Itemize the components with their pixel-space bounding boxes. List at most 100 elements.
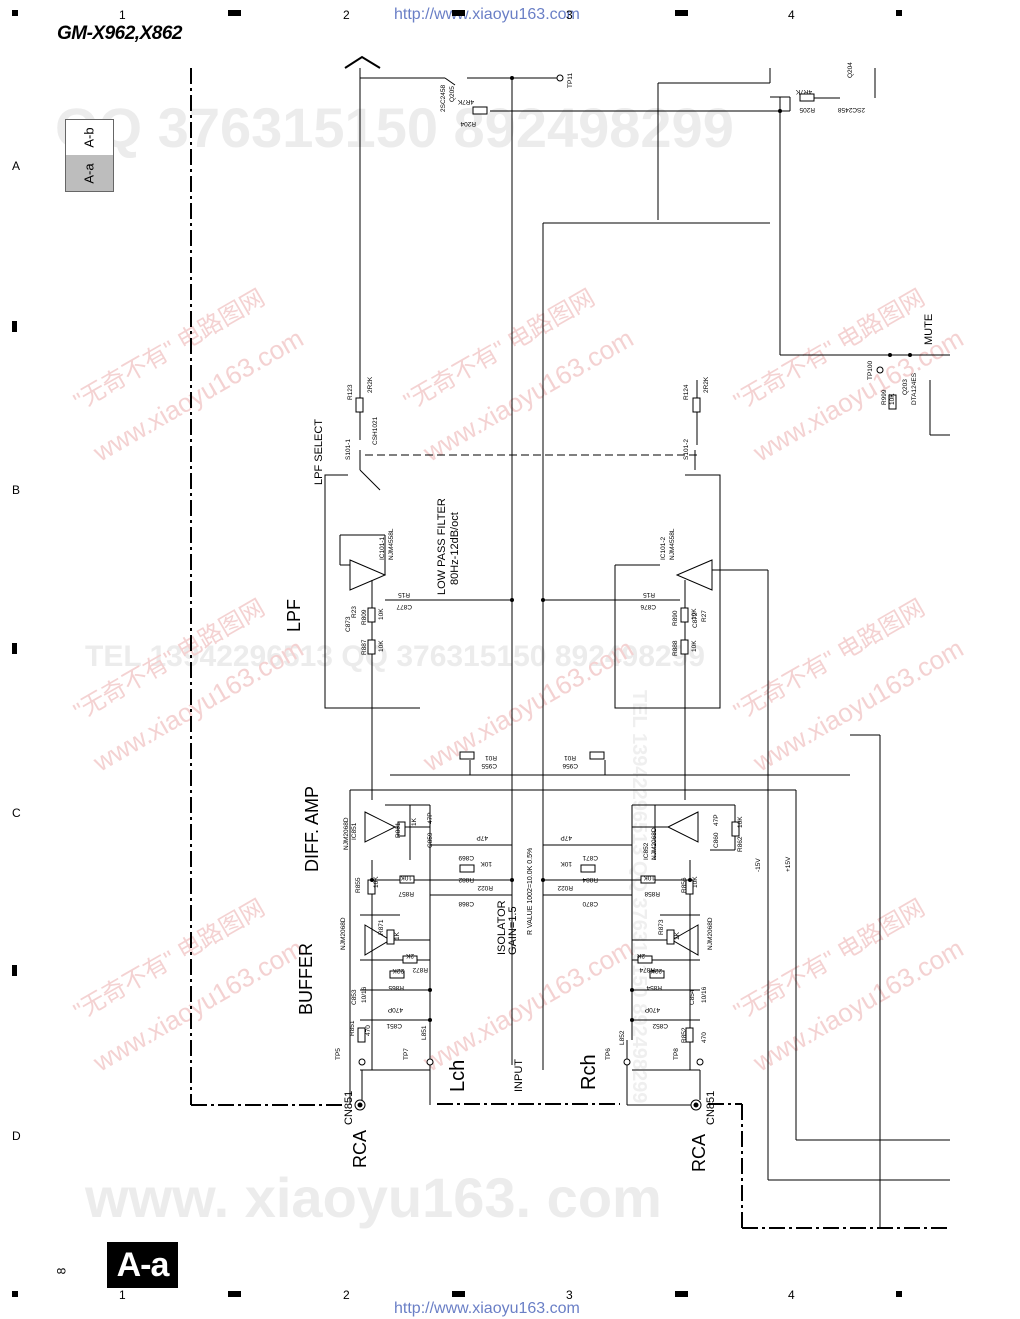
label-r890-val: 10K (691, 608, 698, 620)
label-r862: R862 (737, 836, 744, 852)
label-r861-val: 1K (411, 817, 418, 826)
label-r855: R855 (355, 877, 362, 893)
label-r861: R861 (395, 822, 402, 838)
grid-row-a: A (12, 159, 21, 173)
section-tab-group: A-b A-a (65, 119, 114, 192)
label-r-value: R VALUE 1002=10.0K 0.5% (527, 848, 534, 935)
label-r856-val: 10K (692, 876, 699, 888)
label-r888-val: 10K (691, 640, 698, 652)
label-r999: R999 (881, 389, 888, 405)
label-isolator: ISOLATOR (496, 900, 508, 955)
label-r873-val: 1K (674, 931, 681, 940)
label-diff-amp: DIFF. AMP (302, 786, 322, 872)
label-cn851-l: CN851 (343, 1091, 355, 1125)
label-rca-l: RCA (350, 1130, 370, 1168)
label-input: INPUT (513, 1059, 525, 1092)
label-r852: R852 (681, 1027, 688, 1043)
label-c872: C872 (692, 612, 699, 628)
label-r809: R809 (361, 609, 368, 625)
label-lpf-select: LPF SELECT (313, 419, 325, 485)
section-tab-a-a[interactable]: A-a (66, 155, 113, 191)
grid-row-b: B (12, 483, 21, 497)
label-r884: R884 (582, 876, 598, 883)
label-csh1021: CSH1021 (372, 416, 379, 445)
sheet-label-box: A-a (107, 1242, 178, 1288)
label-c859: C859 (427, 832, 434, 848)
label-buffer: BUFFER (296, 943, 316, 1015)
label-ic854-type: NJM2068D (707, 917, 714, 950)
label-r851-val: 470 (365, 1025, 372, 1036)
label-r857-val: 10K (400, 874, 412, 881)
row-marker-1 (12, 321, 17, 332)
section-tab-a-b[interactable]: A-b (66, 120, 113, 155)
row-marker-2 (12, 643, 17, 654)
label-r205: R205 (799, 106, 815, 113)
label-r15-l: R15 (398, 591, 410, 598)
label-r874: R874 (639, 966, 655, 973)
label-r854-val: 22K (650, 967, 662, 974)
watermark-qq-top: QQ 376315150 892498299 (55, 96, 734, 159)
source-url-top[interactable]: http://www.xiaoyu163.com (394, 6, 580, 23)
label-r204-val: 4R7K (457, 98, 474, 105)
label-ic852: IC852 (643, 842, 650, 860)
label-c870: C870 (582, 900, 598, 907)
label-r15-r: R15 (643, 591, 655, 598)
label-rch: Rch (578, 1054, 600, 1090)
label-c859-val: 47P (427, 812, 434, 824)
source-url-bottom[interactable]: http://www.xiaoyu163.com (394, 1300, 580, 1317)
label-c851: C851 (386, 1022, 402, 1029)
label-r855-val: 10K (373, 876, 380, 888)
label-r124-val: 2R2K (703, 376, 710, 393)
label-cn851-r: CN851 (705, 1091, 717, 1125)
sheet-label: A-a (116, 1245, 170, 1284)
label-q203: Q203 (902, 379, 909, 395)
col-marker-top-1 (228, 10, 241, 16)
grid-col-3-bottom: 3 (566, 1288, 573, 1302)
label-r858-val: 10K (643, 874, 655, 881)
label-lch: Lch (447, 1060, 469, 1092)
label-lpf: LPF (284, 599, 304, 632)
label-c852: C852 (652, 1022, 668, 1029)
label-c871: C871 (582, 854, 598, 861)
label-s101-2: S101-2 (683, 439, 690, 460)
label-q205: Q205 (449, 86, 456, 102)
label-r01-r: R01 (564, 754, 576, 761)
label-c876: C876 (640, 603, 656, 610)
label-r809-val: 10K (378, 608, 385, 620)
label-r022-l: R022 (477, 884, 493, 891)
label-r022-r: R022 (557, 884, 573, 891)
label-c869: C869 (458, 854, 474, 861)
label-l852: L852 (619, 1030, 626, 1045)
col-marker-bottom-1 (228, 1291, 241, 1297)
label-tp7: TP7 (403, 1048, 410, 1060)
label-r871: R871 (378, 919, 385, 935)
label-r865: R865 (388, 984, 404, 991)
label-r852-val: 470 (701, 1032, 708, 1043)
col-marker-bottom-3 (675, 1291, 688, 1297)
label-r884-val: 10K (560, 860, 572, 867)
label-c851-val: 470P (388, 1006, 403, 1013)
grid-col-1-top: 1 (119, 8, 126, 22)
grid-row-d: D (12, 1129, 21, 1143)
label-q204: Q204 (847, 62, 854, 78)
grid-col-3-top: 3 (566, 8, 573, 22)
label-r858: R858 (644, 890, 660, 897)
label-low-pass-spec: 80Hz-12dB/oct (449, 512, 461, 585)
label-c871-val: 47P (560, 834, 572, 841)
label-mute: MUTE (923, 314, 935, 345)
label-r865-val: 22K (392, 967, 404, 974)
col-marker-top-2 (452, 10, 465, 16)
label-tp8: TP8 (673, 1048, 680, 1060)
label-r862-val: 10K (737, 816, 744, 828)
label-r27: R27 (701, 610, 708, 622)
label-ic101-1-type: NJM4558L (388, 528, 395, 560)
grid-col-4-top: 4 (788, 8, 795, 22)
label-r887: R887 (361, 639, 368, 655)
label-ic853-type: NJM2068D (340, 917, 347, 950)
schematic-parts (354, 74, 897, 1111)
label-r871-val: 1K (394, 931, 401, 940)
label-r23: R23 (351, 606, 358, 618)
label-r204: R204 (460, 120, 476, 127)
label-r882: R882 (458, 876, 474, 883)
label-r887-val: 10K (378, 640, 385, 652)
